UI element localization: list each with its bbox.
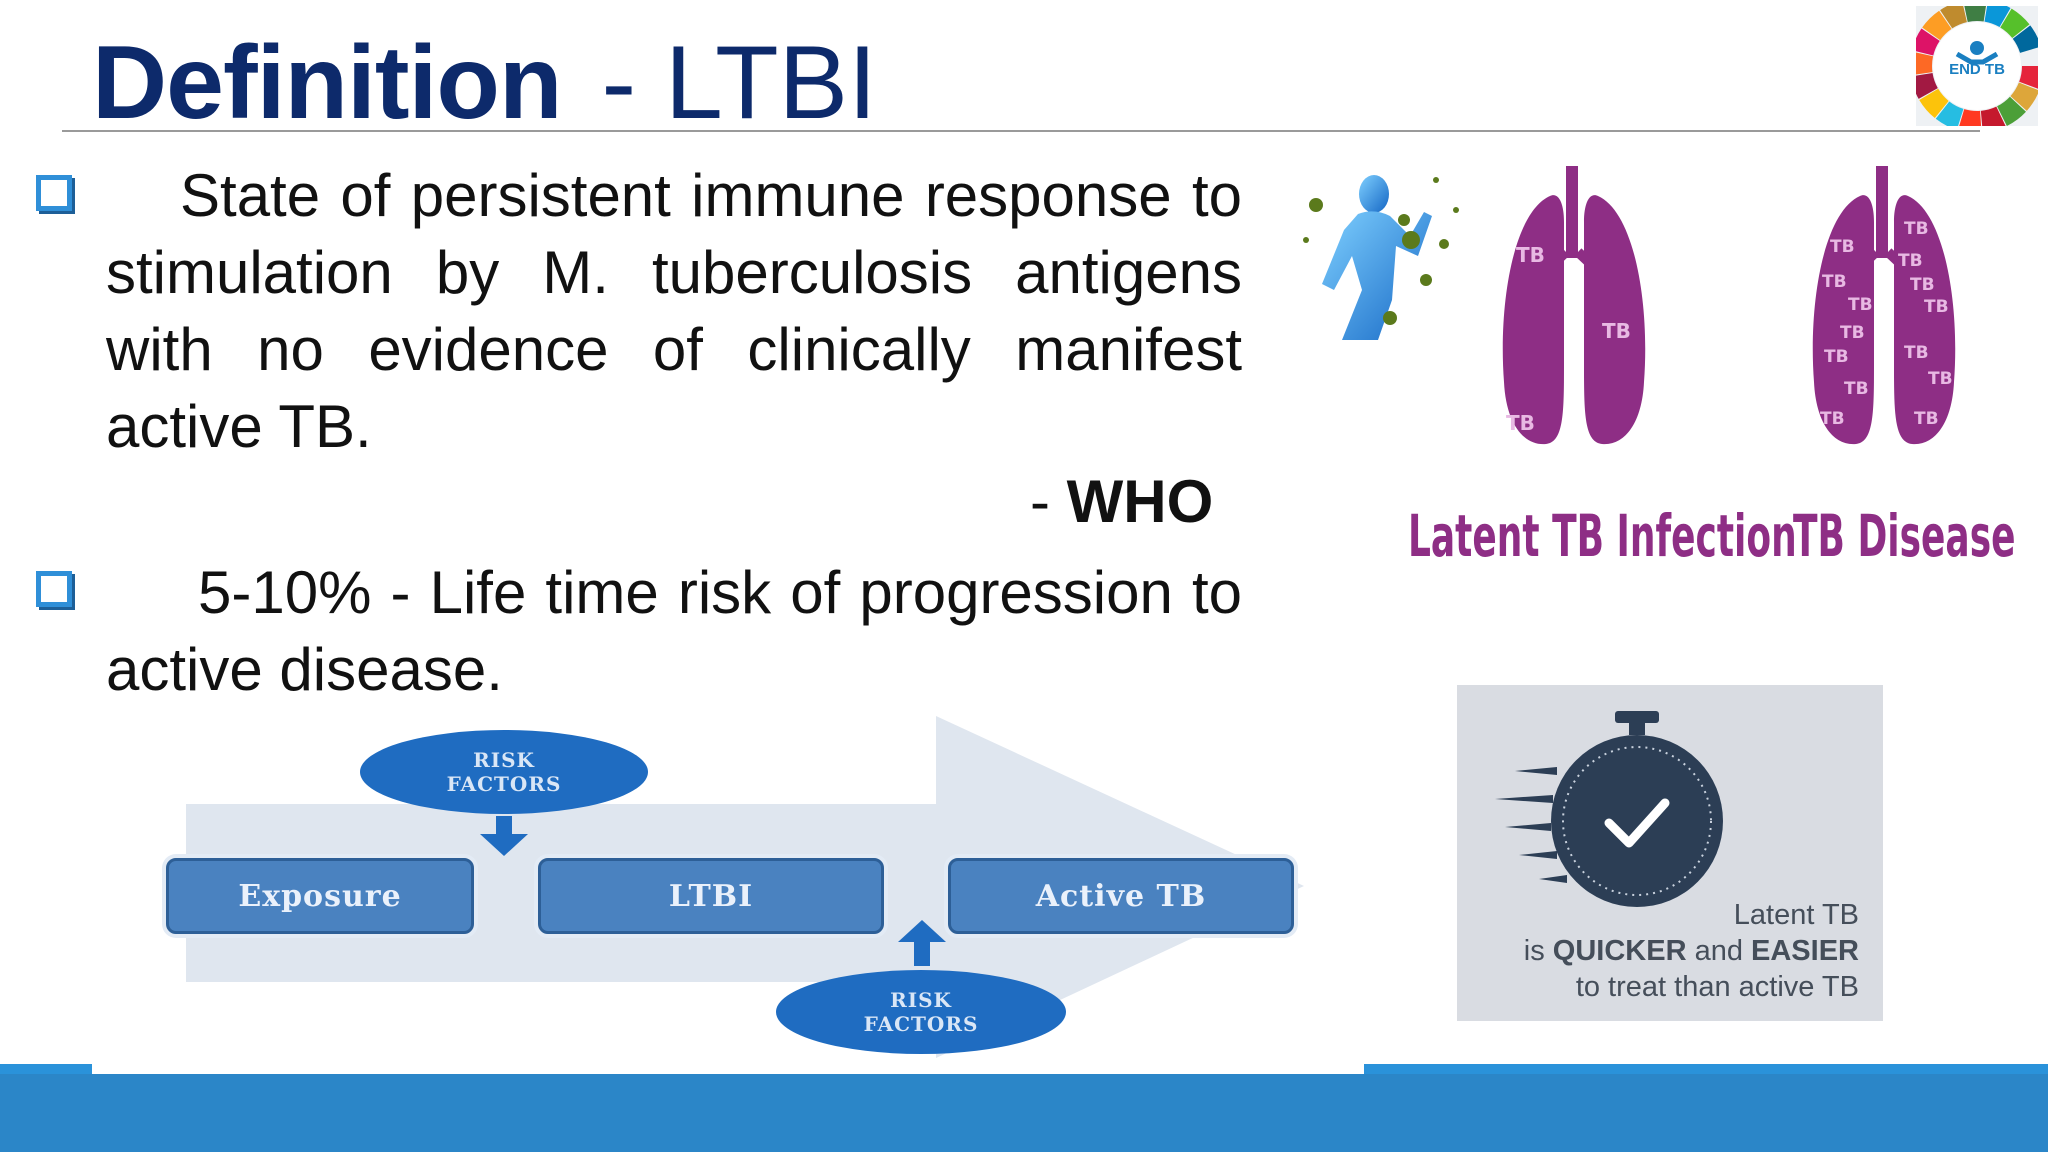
svg-text:TB: TB — [1840, 323, 1865, 343]
bullet-square-icon — [36, 571, 72, 607]
title-underline — [62, 130, 1980, 132]
stopwatch-icon — [1495, 711, 1723, 907]
svg-text:TB: TB — [1506, 411, 1535, 435]
footer-bar — [0, 1074, 2048, 1152]
footer-accent-left — [0, 1064, 92, 1074]
svg-text:TB: TB — [1824, 347, 1849, 367]
svg-text:TB: TB — [1820, 409, 1845, 429]
bullet-text-1: State of persistent immune response to s… — [106, 162, 1242, 460]
bullet-text-2: 5-10% - Life time risk of progression to… — [106, 559, 1242, 703]
flow-box-exposure: Exposure — [166, 858, 474, 934]
svg-text:TB: TB — [1830, 237, 1855, 257]
svg-text:TB: TB — [1904, 219, 1929, 239]
flow-box-ltbi: LTBI — [538, 858, 884, 934]
svg-text:TB: TB — [1848, 295, 1873, 315]
svg-text:TB: TB — [1910, 275, 1935, 295]
flow-box-active-tb: Active TB — [948, 858, 1294, 934]
svg-text:TB: TB — [1844, 379, 1869, 399]
svg-text:TB: TB — [1928, 369, 1953, 389]
svg-text:TB: TB — [1914, 409, 1939, 429]
svg-text:TB: TB — [1822, 272, 1847, 292]
svg-text:TB: TB — [1516, 243, 1545, 267]
svg-text:TB: TB — [1898, 251, 1923, 271]
arrow-down-icon — [476, 816, 532, 856]
caption-latent-tb-infection: Latent TB Infection — [1408, 502, 1797, 570]
bullet-square-icon — [36, 175, 72, 211]
title-rest: - LTBI — [601, 25, 877, 141]
svg-text:TB: TB — [1924, 297, 1949, 317]
svg-text:TB: TB — [1602, 319, 1631, 343]
title-bold: Definition — [92, 25, 562, 141]
risk-factors-top: RISK FACTORS — [360, 730, 648, 814]
slide-title: Definition - LTBI — [92, 24, 877, 141]
timer-line-3: to treat than active TB — [1575, 971, 1859, 1003]
timer-line-1: Latent TB — [1733, 899, 1859, 931]
attribution: - WHO — [1030, 468, 1214, 535]
latent-lungs-image: TB TB TB — [1494, 162, 1654, 452]
risk-factors-bottom: RISK FACTORS — [776, 970, 1066, 1054]
caption-tb-disease: TB Disease — [1793, 502, 2016, 570]
footer-accent-right — [1364, 1064, 2048, 1074]
end-tb-logo: END TB — [1910, 0, 2044, 133]
human-germ-icon — [1286, 160, 1476, 350]
timer-line-2: is QUICKER and EASIER — [1523, 935, 1859, 967]
arrow-up-icon — [894, 920, 950, 966]
logo-text: END TB — [1949, 61, 2005, 78]
timer-panel: Latent TB is QUICKER and EASIER to treat… — [1457, 685, 1883, 1021]
svg-text:TB: TB — [1904, 343, 1929, 363]
